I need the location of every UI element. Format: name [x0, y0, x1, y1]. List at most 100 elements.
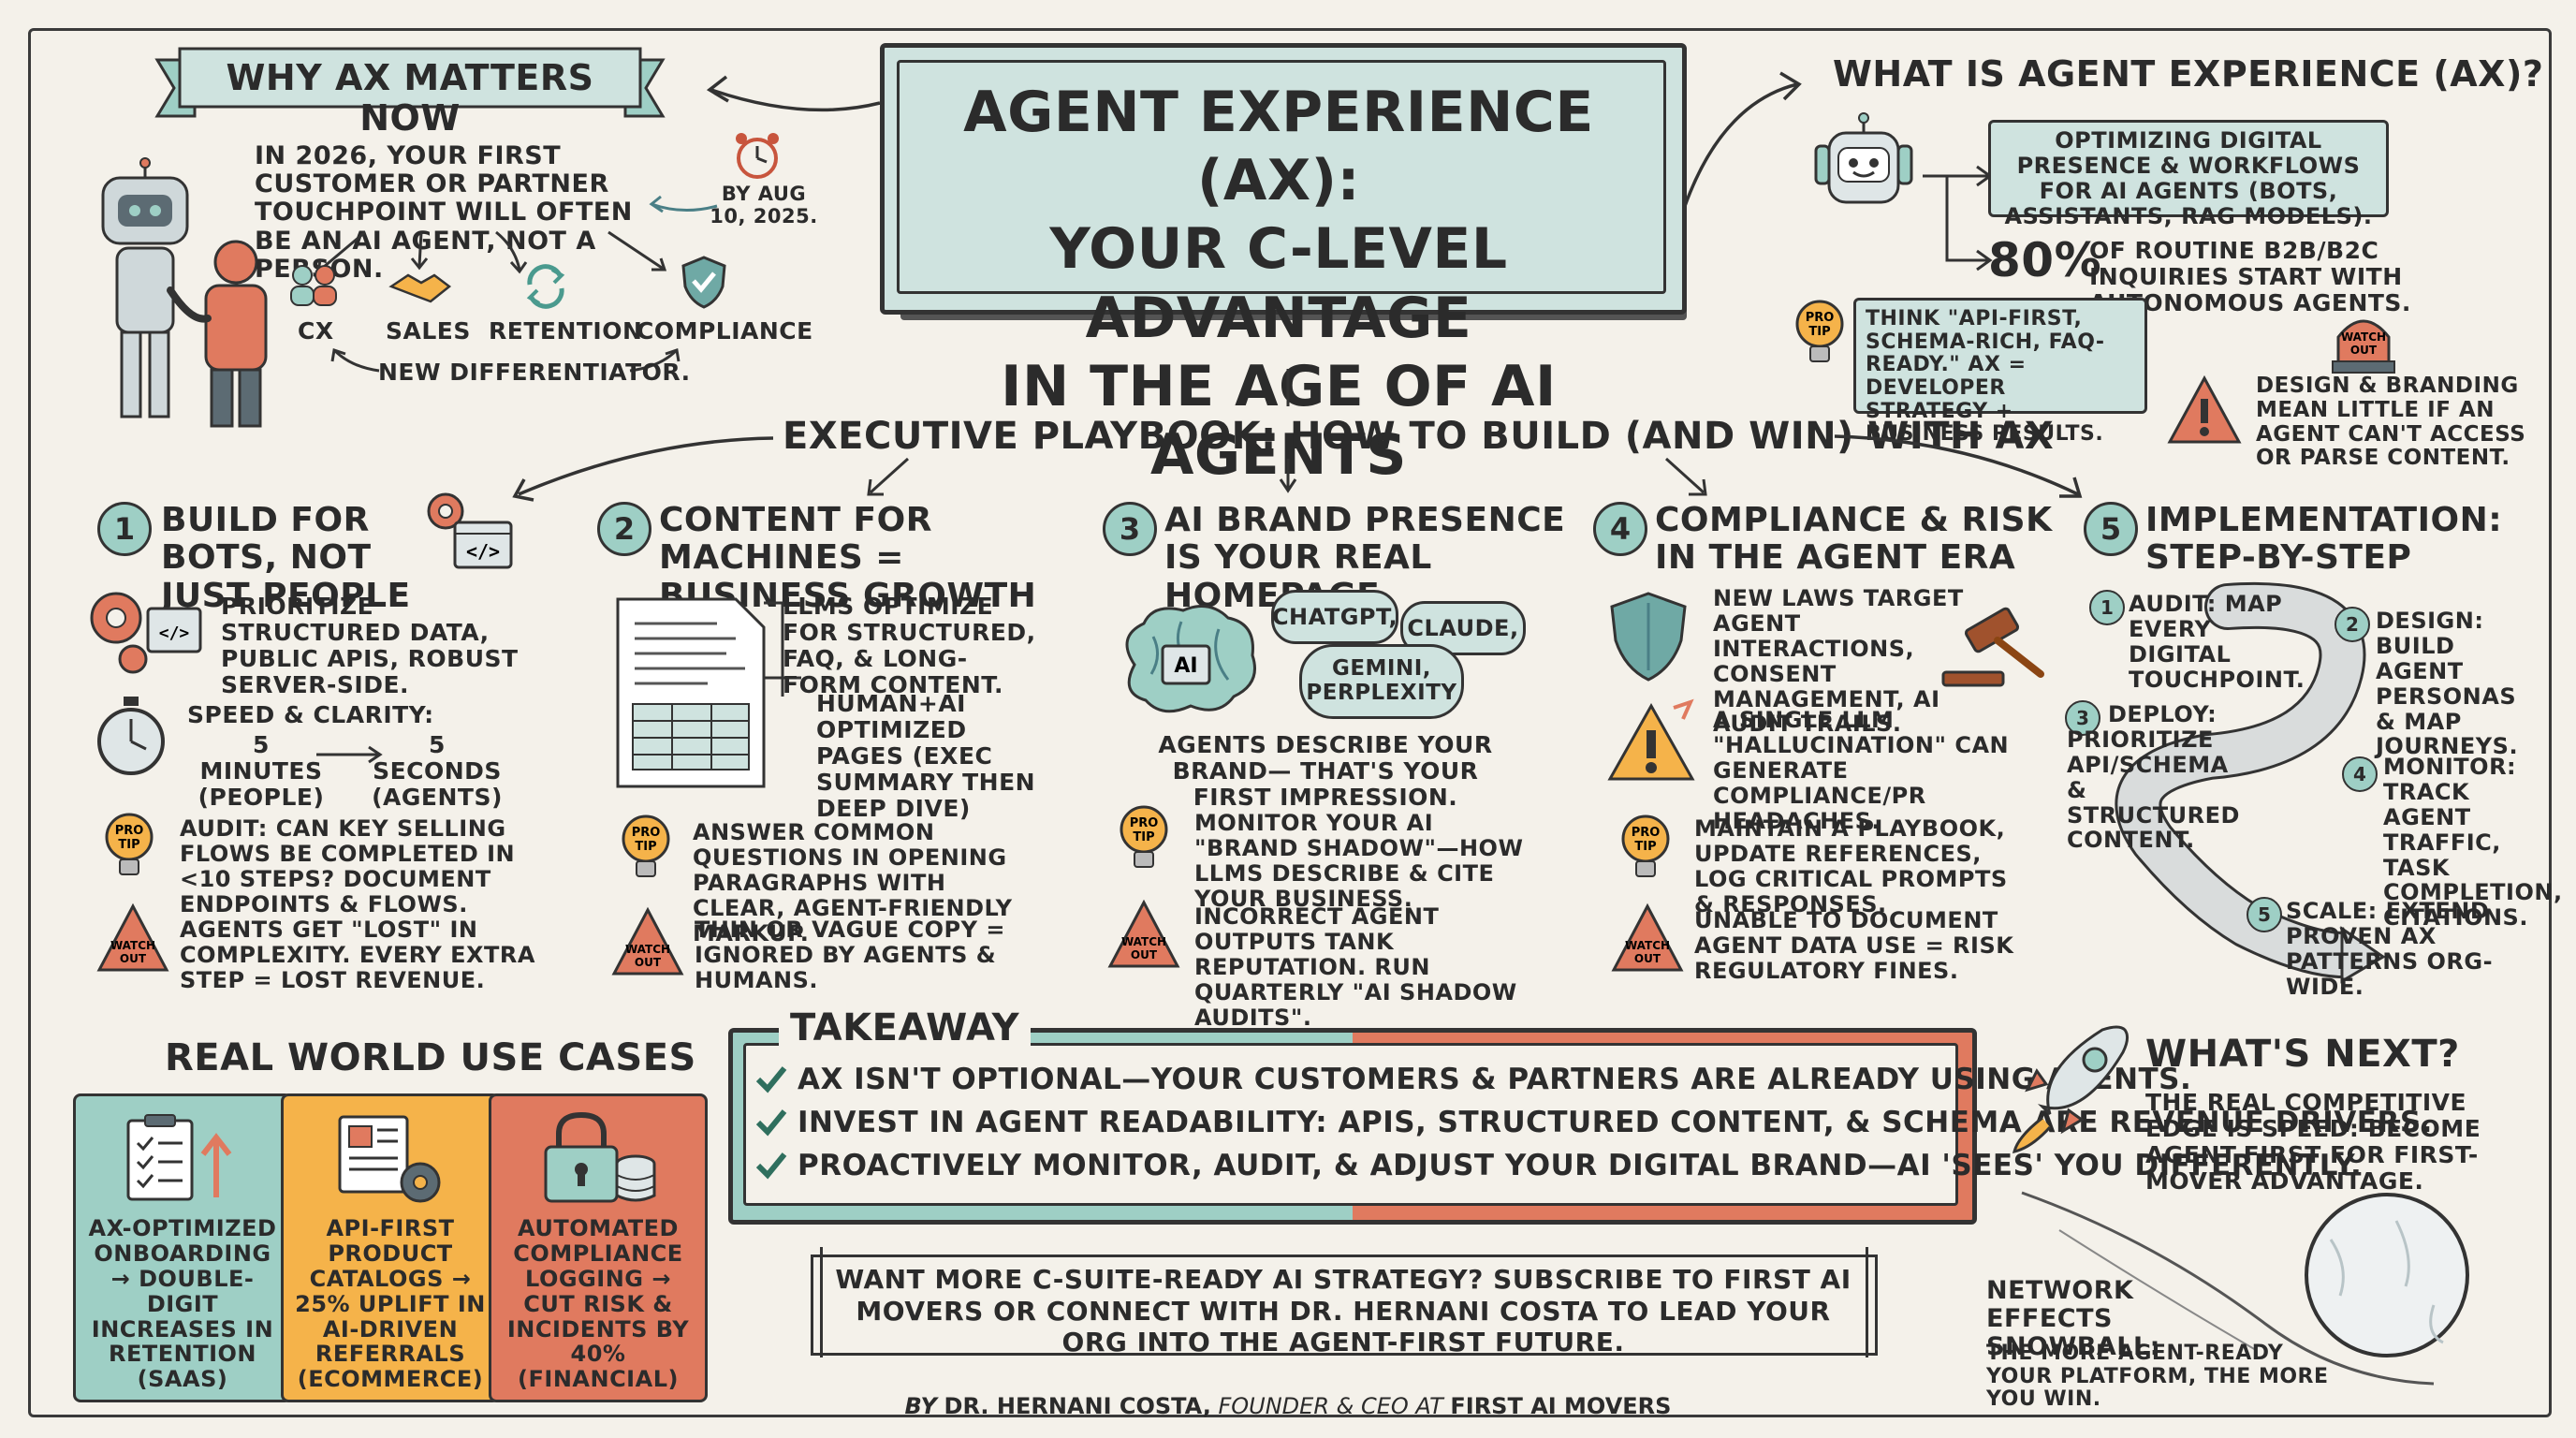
- code-label: </>: [159, 624, 190, 643]
- pro-tip-label: TIP: [635, 840, 656, 854]
- watch-out-icon: WATCH OUT: [611, 906, 684, 976]
- refresh-icon: [526, 264, 565, 309]
- bubble-chatgpt: CHATGPT,: [1271, 590, 1398, 644]
- watch-out-label: WATCH: [110, 939, 155, 952]
- why-item-cx: CX: [298, 317, 334, 345]
- pro-tip-icon: PRO TIP: [105, 813, 154, 875]
- cta-text: WANT MORE C-SUITE-READY AI STRATEGY? SUB…: [835, 1264, 1852, 1358]
- pro-tip-icon: PRO TIP: [1795, 300, 1844, 362]
- lock-database-icon: [544, 1111, 656, 1203]
- people-icon: [290, 265, 337, 306]
- arrow-to-date: [649, 195, 718, 213]
- arrow-right-icon: [316, 745, 383, 764]
- step-badge: 3: [1103, 502, 1157, 556]
- what-stat-value: 80%: [1988, 233, 2102, 287]
- col5-title: IMPLEMENTATION: STEP-BY-STEP: [2145, 501, 2503, 578]
- col5-step-5: SCALE: EXTEND PROVEN AX PATTERNS ORG-WID…: [2286, 898, 2494, 1000]
- usecase-card: API-FIRST PRODUCT CATALOGS → 25% UPLIFT …: [281, 1093, 500, 1402]
- col2-watch: THIN OR VAGUE COPY = IGNORED BY AGENTS &…: [695, 917, 1005, 993]
- gavel-icon: [1941, 607, 2044, 687]
- usecase-card: AUTOMATED COMPLIANCE LOGGING → CUT RISK …: [489, 1093, 708, 1402]
- playbook-arrows: [512, 369, 2083, 502]
- watch-out-icon: WATCH OUT: [1611, 902, 1684, 972]
- pro-tip-icon: PRO TIP: [1621, 814, 1670, 877]
- pro-tip-label: PRO: [632, 826, 661, 840]
- robot-handshake-illustration: [101, 157, 268, 428]
- col4-watch: UNABLE TO DOCUMENT AGENT DATA USE = RISK…: [1694, 907, 2014, 984]
- ai-label: AI: [1174, 654, 1197, 678]
- usecase-text: API-FIRST PRODUCT CATALOGS → 25% UPLIFT …: [295, 1215, 486, 1393]
- pro-tip-label: TIP: [1133, 830, 1154, 844]
- stopwatch-icon: [97, 697, 165, 775]
- shield-check-icon: [681, 256, 726, 309]
- footer-role: FOUNDER & CEO AT: [1218, 1393, 1443, 1419]
- title-line-1: AGENT EXPERIENCE (AX):: [963, 80, 1594, 214]
- usecase-card: AX-OPTIMIZED ONBOARDING → DOUBLE-DIGIT I…: [73, 1093, 292, 1402]
- title-connector-arrows: [706, 71, 1802, 207]
- warning-triangle-icon: [2167, 374, 2242, 444]
- siren-icon: WATCH OUT: [2332, 319, 2395, 374]
- takeaway-list: AX ISN'T OPTIONAL—YOUR CUSTOMERS & PARTN…: [754, 1058, 2433, 1187]
- watch-out-label: OUT: [1634, 952, 1661, 965]
- col5-step-3: DEPLOY: PRIORITIZE API/SCHEMA & STRUCTUR…: [2067, 701, 2240, 854]
- usecases-heading: REAL WORLD USE CASES: [165, 1036, 696, 1079]
- alarm-clock-icon: [736, 133, 779, 179]
- pro-tip-label: PRO: [1632, 826, 1661, 840]
- pro-tip-label: TIP: [118, 838, 139, 852]
- watch-out-label: OUT: [2350, 344, 2378, 357]
- warning-triangle-icon: [1607, 698, 1695, 781]
- pro-tip-label: PRO: [115, 824, 144, 838]
- document-table-icon: [616, 597, 766, 788]
- col3-text: AGENTS DESCRIBE YOUR BRAND— THAT'S YOUR …: [1158, 731, 1493, 811]
- snowball-icon: [2021, 1191, 2469, 1386]
- col4-text-1: NEW LAWS TARGET AGENT INTERACTIONS, CONS…: [1713, 585, 1964, 738]
- col1-text: PRIORITIZE STRUCTURED DATA, PUBLIC APIS,…: [221, 593, 519, 698]
- step-badge: 1: [97, 502, 152, 556]
- col4-text-2: A SINGLE LLM "HALLUCINATION" CAN GENERAT…: [1713, 707, 2010, 834]
- watch-out-label: WATCH: [1121, 935, 1166, 948]
- pro-tip-label: PRO: [1130, 816, 1159, 830]
- watch-out-label: WATCH: [2341, 330, 2386, 344]
- code-label: </>: [466, 540, 500, 563]
- col2-text-1: LLMS OPTIMIZE FOR STRUCTURED, FAQ, & LON…: [783, 593, 1036, 698]
- watch-out-label: OUT: [120, 952, 147, 965]
- brain-ai-icon: AI: [1125, 605, 1256, 713]
- mini-step-badge: 4: [2342, 756, 2378, 792]
- what-tip: THINK "API-FIRST, SCHEMA-RICH, FAQ-READY…: [1853, 298, 2147, 446]
- col3-tip: MONITOR YOUR AI "BRAND SHADOW"—HOW LLMS …: [1194, 810, 1524, 912]
- col3-watch: INCORRECT AGENT OUTPUTS TANK REPUTATION.…: [1194, 903, 1517, 1031]
- footer-credit: BY DR. HERNANI COSTA, FOUNDER & CEO AT F…: [0, 1393, 2576, 1419]
- col1-watch: AGENTS GET "LOST" IN COMPLEXITY. EVERY E…: [180, 917, 535, 993]
- takeaway-item: INVEST IN AGENT READABILITY: APIS, STRUC…: [754, 1101, 2433, 1144]
- step-badge: 5: [2084, 502, 2138, 556]
- pro-tip-icon: PRO TIP: [1120, 805, 1168, 868]
- takeaway-item: AX ISN'T OPTIONAL—YOUR CUSTOMERS & PARTN…: [754, 1058, 2433, 1101]
- shield-icon: [1610, 592, 1687, 682]
- col1-title: BUILD FOR BOTS, NOT JUST PEOPLE: [161, 501, 411, 615]
- watch-out-label: WATCH: [1625, 939, 1670, 952]
- takeaway-heading: TAKEAWAY: [779, 1007, 1032, 1049]
- usecase-text: AUTOMATED COMPLIANCE LOGGING → CUT RISK …: [506, 1215, 690, 1393]
- step-badge: 2: [597, 502, 651, 556]
- col4-title: COMPLIANCE & RISK IN THE AGENT ERA: [1655, 501, 2053, 578]
- step-badge: 4: [1593, 502, 1647, 556]
- why-text: IN 2026, YOUR FIRST CUSTOMER OR PARTNER …: [255, 141, 633, 283]
- col1-speed-agents: 5 SECONDS (AGENTS): [372, 731, 503, 811]
- col3-title: AI BRAND PRESENCE IS YOUR REAL HOMEPAGE: [1164, 501, 1566, 615]
- catalog-gear-icon: [338, 1115, 441, 1203]
- checkmark-icon: [755, 1066, 787, 1093]
- takeaway-text: AX ISN'T OPTIONAL—YOUR CUSTOMERS & PARTN…: [798, 1062, 2192, 1096]
- col1-speed-people: 5 MINUTES (PEOPLE): [198, 731, 325, 811]
- why-date: BY AUG 10, 2025.: [710, 183, 818, 227]
- mini-step-badge: 1: [2089, 590, 2125, 625]
- why-item-compliance: COMPLIANCE: [637, 317, 813, 345]
- col5-step-2: DESIGN: BUILD AGENT PERSONAS & MAP JOURN…: [2376, 608, 2519, 760]
- next-heading: WHAT'S NEXT?: [2145, 1033, 2460, 1076]
- usecase-text: AX-OPTIMIZED ONBOARDING → DOUBLE-DIGIT I…: [88, 1215, 277, 1393]
- mini-step-badge: 3: [2065, 700, 2100, 736]
- next-text: THE REAL COMPETITIVE EDGE IS SPEED: BECO…: [2145, 1089, 2481, 1195]
- col2-text-2: HUMAN+AI OPTIMIZED PAGES (EXEC SUMMARY T…: [816, 690, 1036, 822]
- col1-speed-title: SPEED & CLARITY:: [187, 701, 434, 728]
- what-definition: OPTIMIZING DIGITAL PRESENCE & WORKFLOWS …: [1988, 120, 2389, 228]
- why-footer: NEW DIFFERENTIATOR.: [378, 359, 691, 386]
